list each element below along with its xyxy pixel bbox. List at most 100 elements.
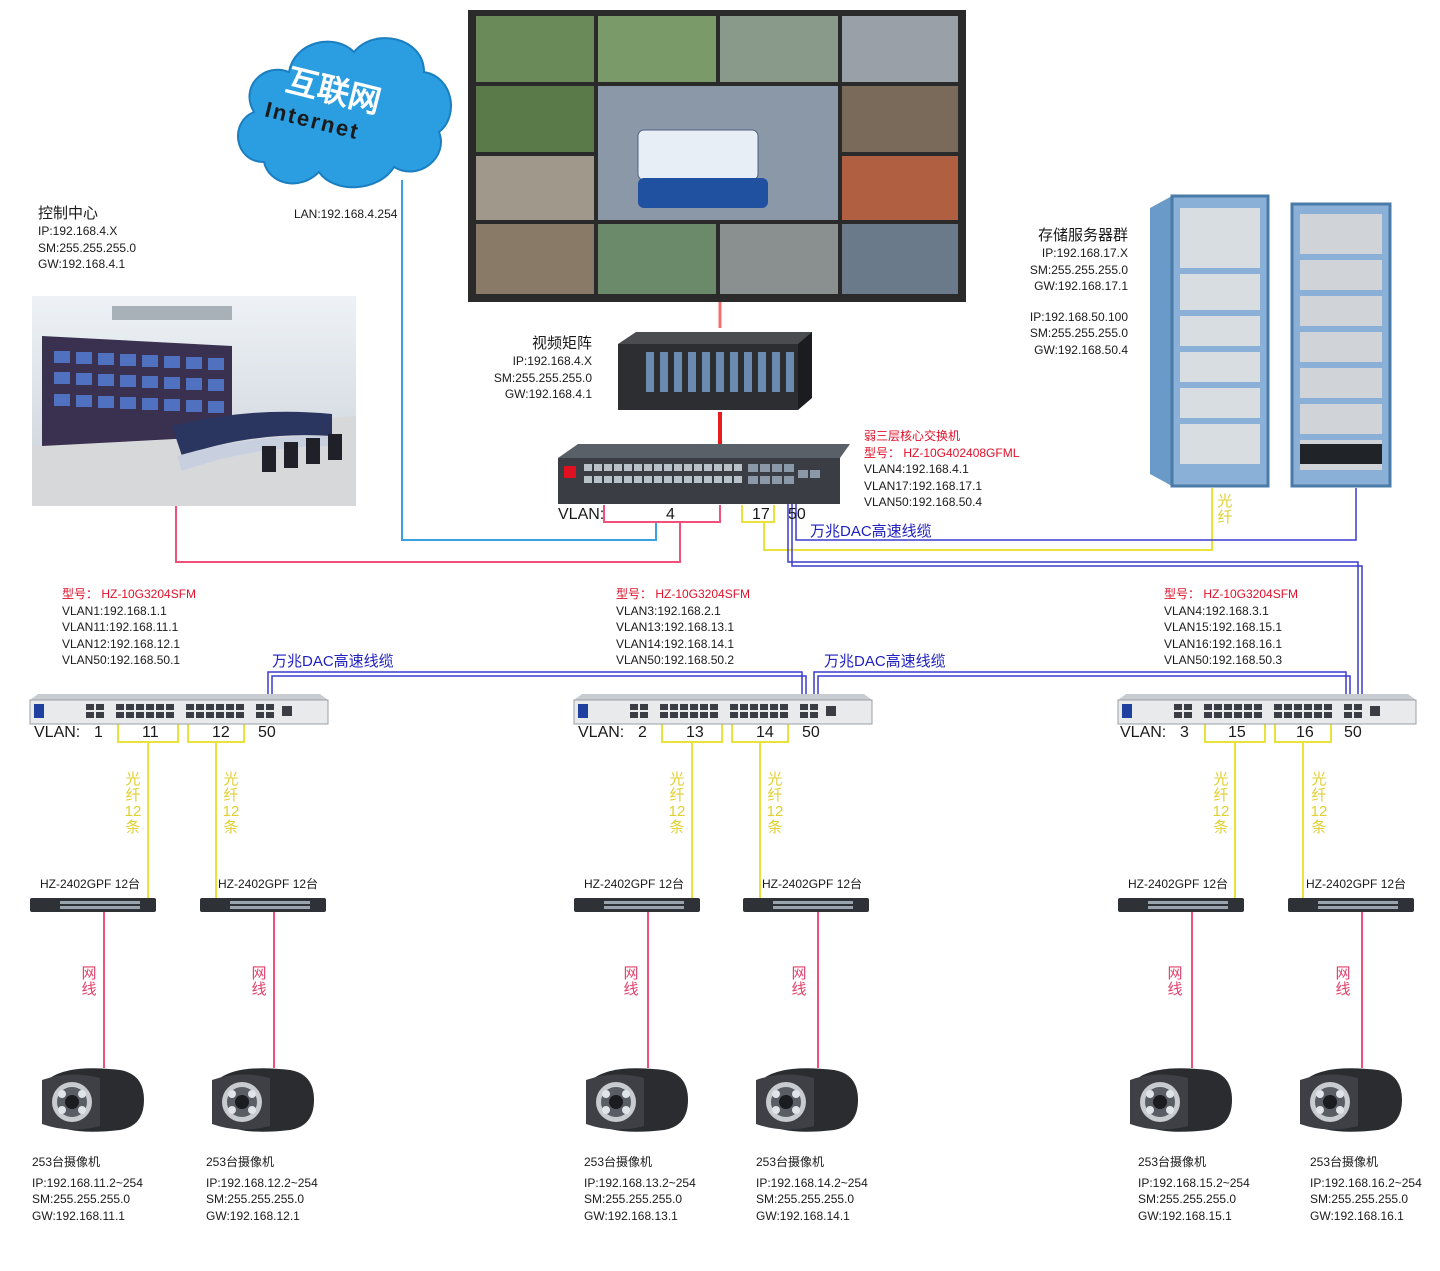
core-switch-info: 弱三层核心交换机 型号： HZ-10G402408GFML VLAN4:192.… [864,428,1019,511]
access-2-port-b: 13 [686,724,704,741]
access-1-port-b: 11 [142,724,159,741]
edge-switch-1 [30,898,156,912]
network-cables [103,912,1363,1068]
edge-switch-2 [200,898,326,912]
storage-fiber-label: 光纤 [1217,493,1233,526]
camera-6-ip: IP:192.168.16.2~254 [1310,1175,1422,1190]
camera-info-6: 253台摄像机 IP:192.168.16.2~254 SM:255.255.2… [1310,1154,1422,1224]
core-switch-vlan50: VLAN50:192.168.50.4 [864,495,983,509]
camera-icon-4 [756,1068,858,1132]
fiber12-label-2: 光纤12条 [222,771,240,836]
access-switch-3-vlan-b: VLAN15:192.168.15.1 [1164,620,1283,634]
camera-2-ip: IP:192.168.12.2~254 [206,1175,318,1190]
edge-switch-label-4: HZ-2402GPF 12台 [762,877,863,891]
storage-gw2: GW:192.168.50.4 [1034,342,1128,357]
edge-switches [30,898,1414,912]
camera-info-4: 253台摄像机 IP:192.168.14.2~254 SM:255.255.2… [756,1154,868,1224]
access-3-port-a: 3 [1180,724,1189,741]
access-switch-2-vlan-b: VLAN13:192.168.13.1 [616,620,735,634]
fiber12-label-1: 光纤12条 [124,771,142,836]
video-matrix-device [618,332,812,410]
dac-left-mid-a [267,671,803,700]
control-cable [175,505,681,563]
core-vlan-port-4: 4 [666,506,675,523]
edge-switch-6 [1288,898,1414,912]
camera-5-title: 253台摄像机 [1138,1155,1207,1169]
core-switch-title: 弱三层核心交换机 [864,429,961,443]
camera-6-title: 253台摄像机 [1310,1155,1379,1169]
cable-label-4: 网线 [791,965,807,998]
storage-gw: GW:192.168.17.1 [1034,279,1128,293]
camera-3-title: 253台摄像机 [584,1155,653,1169]
control-center-sm: SM:255.255.255.0 [38,240,137,255]
video-matrix-gw: GW:192.168.4.1 [504,387,592,401]
access-switch-2-vlan-c: VLAN14:192.168.14.1 [616,636,735,651]
access-3-vlan-prefix: VLAN: [1120,724,1167,741]
camera-2-sm: SM:255.255.255.0 [206,1192,305,1206]
internet-cloud-icon [237,37,452,189]
dac-mid-right-a [813,671,1347,700]
access-switch-1-vlan-a: VLAN1:192.168.1.1 [62,603,167,618]
dac-mid-right-b [817,675,1351,700]
video-matrix-sm: SM:255.255.255.0 [493,370,592,385]
edge-switch-label-2: HZ-2402GPF 12台 [218,877,319,891]
storage-sm2: SM:255.255.255.0 [1029,326,1128,340]
cable-label-5: 网线 [1167,965,1183,998]
camera-5-sm: SM:255.255.255.0 [1138,1192,1237,1206]
edge-switch-label-6: HZ-2402GPF 12台 [1306,877,1407,891]
access-3-port-b: 15 [1228,724,1246,741]
camera-6-gw: GW:192.168.16.1 [1310,1208,1404,1223]
camera-1-title: 253台摄像机 [32,1155,101,1169]
internet-cable [401,180,657,541]
storage-ip: IP:192.168.17.X [1041,246,1128,260]
access-2-port-a: 2 [638,724,647,741]
control-center-title: 控制中心 [38,205,99,222]
camera-4-title: 253台摄像机 [756,1155,825,1169]
edge-switch-label-5: HZ-2402GPF 12台 [1128,877,1229,891]
camera-4-sm: SM:255.255.255.0 [756,1192,855,1206]
dac-left-mid-b [271,675,807,700]
access-switch-2-device [573,694,873,725]
access-switch-1-model: 型号： HZ-10G3204SFM [62,587,197,601]
access-1-port-a: 1 [94,724,103,741]
camera-info-1: 253台摄像机 IP:192.168.11.2~254 SM:255.255.2… [32,1154,143,1224]
core-switch-vlan17: VLAN17:192.168.17.1 [864,478,983,493]
storage-sm: SM:255.255.255.0 [1029,262,1128,277]
access-2-vlan-prefix: VLAN: [578,724,625,741]
camera-icon-1 [42,1068,144,1132]
access-switch-1-vlan-b: VLAN11:192.168.11.1 [62,620,179,634]
camera-info-5: 253台摄像机 IP:192.168.15.2~254 SM:255.255.2… [1138,1154,1250,1224]
core-vlan-prefix: VLAN: [558,506,605,523]
camera-icon-3 [586,1068,688,1132]
storage-dac [795,488,1357,541]
camera-info-3: 253台摄像机 IP:192.168.13.2~254 SM:255.255.2… [584,1154,696,1224]
storage-fiber [763,488,1213,551]
core-switch-vlan4: VLAN4:192.168.4.1 [864,462,969,476]
dac-label-left: 万兆DAC高速线缆 [272,653,394,670]
access-1-port-d: 50 [258,724,276,741]
access-switch-2-info: 型号： HZ-10G3204SFM VLAN3:192.168.2.1 VLAN… [616,586,750,669]
camera-4-ip: IP:192.168.14.2~254 [756,1175,868,1190]
core-switch-device [558,444,850,504]
video-matrix-title: 视频矩阵 [531,335,592,352]
core-dac-right-a [787,490,1359,700]
access-3-port-c: 16 [1296,724,1314,741]
core-vlan-port-50: 50 [788,506,806,523]
access-fibers [117,722,1332,898]
camera-1-gw: GW:192.168.11.1 [32,1208,125,1223]
camera-icon-2 [212,1068,314,1132]
access-switch-3-vlan-a: VLAN4:192.168.3.1 [1164,603,1269,618]
access-switch-3-vlan-d: VLAN50:192.168.50.3 [1164,653,1283,667]
edge-switch-3 [574,898,700,912]
edge-switch-label-1: HZ-2402GPF 12台 [40,877,141,891]
storage-title: 存储服务器群 [1037,227,1128,244]
storage-ip2: IP:192.168.50.100 [1029,309,1128,324]
camera-icon-6 [1300,1068,1402,1132]
camera-1-ip: IP:192.168.11.2~254 [32,1175,143,1190]
control-room-image [32,296,356,506]
fiber12-label-6: 光纤12条 [1310,771,1328,836]
access-switch-3-info: 型号： HZ-10G3204SFM VLAN4:192.168.3.1 VLAN… [1164,586,1298,669]
core-vlan4-bracket [603,505,721,523]
core-vlan17-bracket [741,505,775,523]
